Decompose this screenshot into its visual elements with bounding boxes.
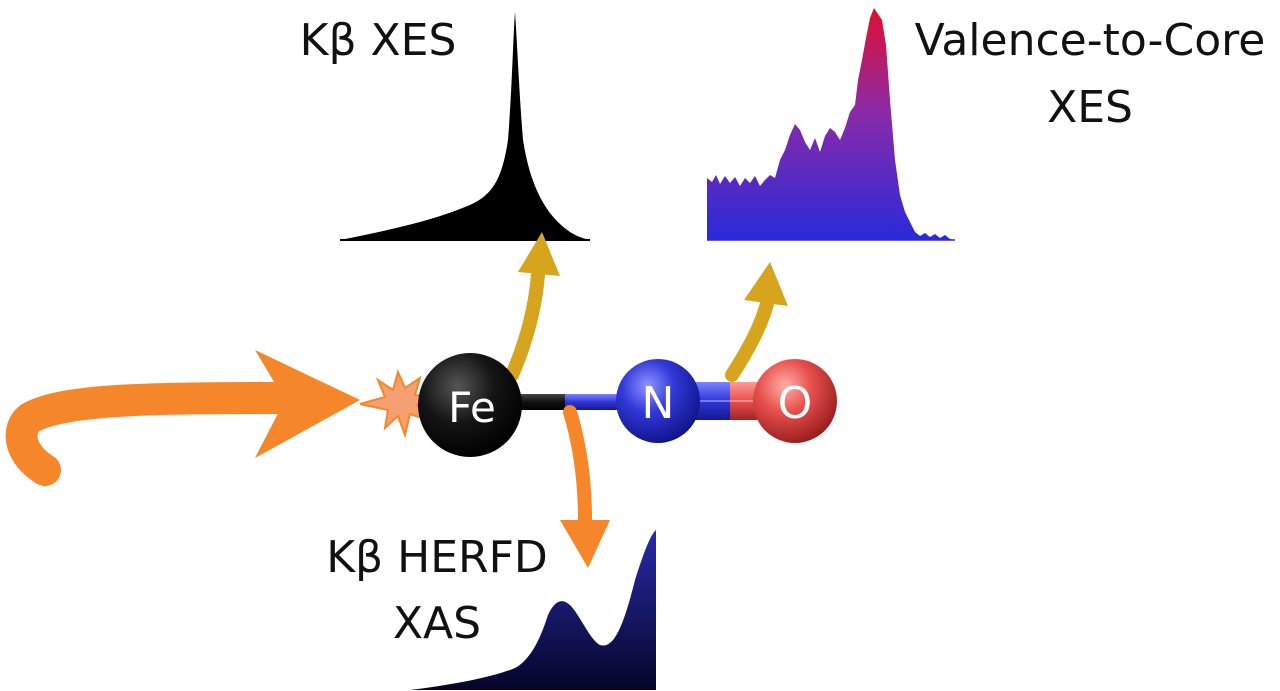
herfd-xas-label-line2: XAS — [393, 598, 481, 649]
vtc-emission-arrow-head — [744, 262, 788, 306]
incident-xray-arrow-head — [255, 350, 360, 458]
bond-fe-n-blue — [565, 394, 625, 410]
herfd-arrow-head — [560, 520, 610, 568]
o-atom-label: O — [778, 378, 813, 429]
kbeta-emission-arrow-head — [518, 232, 560, 276]
vtc-emission-arrow-shaft — [725, 293, 775, 382]
herfd-xas-label-line1: Kβ HERFD — [326, 532, 548, 583]
fe-atom-label: Fe — [448, 383, 496, 432]
herfd-arrow-shaft — [563, 405, 592, 527]
fe-atom — [418, 353, 522, 457]
n-atom-label: N — [642, 378, 675, 429]
kbeta-xes-label: Kβ XES — [300, 15, 457, 66]
n-atom — [616, 359, 700, 443]
kbeta-herfd-xas-spectrum — [410, 530, 656, 690]
kbeta-xes-spectrum — [340, 12, 590, 240]
excitation-starburst — [359, 369, 439, 439]
vtc-xes-label-line1: Valence-to-Core — [915, 15, 1266, 66]
kbeta-emission-arrow-shaft — [505, 268, 545, 382]
o-atom — [753, 359, 837, 443]
incident-xray-arrow-tail — [5, 382, 316, 486]
vtc-xes-label-line2: XES — [1047, 82, 1133, 133]
vtc-xes-spectrum — [707, 8, 955, 240]
